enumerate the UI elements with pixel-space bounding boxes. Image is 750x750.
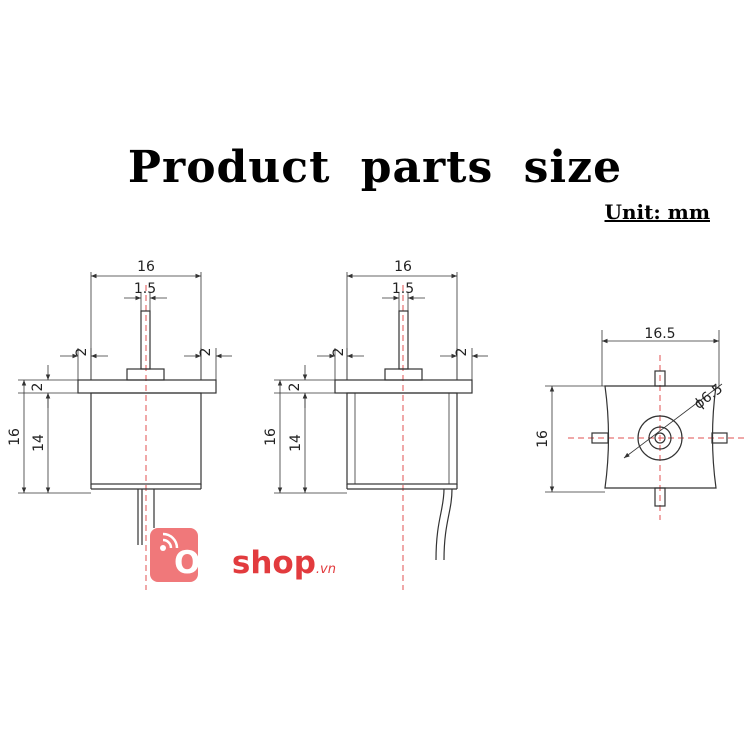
front-shaft-label: 1.5 xyxy=(134,281,156,297)
top-tab-top xyxy=(654,370,666,387)
page-title: Product parts size xyxy=(127,142,623,193)
side-width-label: 16 xyxy=(394,259,412,275)
side-tab-right-label: 2 xyxy=(454,348,470,357)
logo-text-vn: .vn xyxy=(315,562,336,577)
logo-text-ola: Ola xyxy=(174,545,232,581)
front-view-labels: 16 1.5 2 2 2 16 14 xyxy=(7,259,214,452)
logo-text-shop: shop xyxy=(231,545,316,581)
side-flange-label: 2 xyxy=(287,383,303,392)
side-wire xyxy=(435,488,445,561)
side-body xyxy=(346,392,458,485)
front-flange-label: 2 xyxy=(30,383,46,392)
top-height-label: 16 xyxy=(535,430,551,448)
top-view-labels: 16.5 16 ϕ6.5 xyxy=(535,326,726,448)
signal-icon xyxy=(160,532,179,551)
side-height-body-label: 14 xyxy=(288,434,304,452)
side-tab-left-label: 2 xyxy=(331,348,347,357)
unit-label: Unit: mm xyxy=(604,200,711,224)
top-body xyxy=(604,385,717,489)
olashop-logo: Olashop.vn xyxy=(150,528,336,584)
logo-wordmark: Olashop.vn xyxy=(174,548,336,579)
front-width-label: 16 xyxy=(137,259,155,275)
side-shaft-label: 1.5 xyxy=(392,281,414,297)
side-view-labels: 16 1.5 2 2 2 16 14 xyxy=(263,259,470,452)
front-flange xyxy=(77,379,217,394)
front-tab-left-label: 2 xyxy=(74,348,90,357)
side-view xyxy=(274,272,488,590)
top-width-label: 16.5 xyxy=(644,326,675,342)
logo-badge xyxy=(150,528,198,582)
front-tab-right-label: 2 xyxy=(198,348,214,357)
side-height-total-label: 16 xyxy=(263,428,279,446)
top-hub-outer xyxy=(637,415,683,461)
front-body xyxy=(90,392,202,485)
top-view xyxy=(545,330,748,520)
front-height-total-label: 16 xyxy=(7,428,23,446)
front-view xyxy=(18,272,232,590)
front-height-body-label: 14 xyxy=(31,434,47,452)
